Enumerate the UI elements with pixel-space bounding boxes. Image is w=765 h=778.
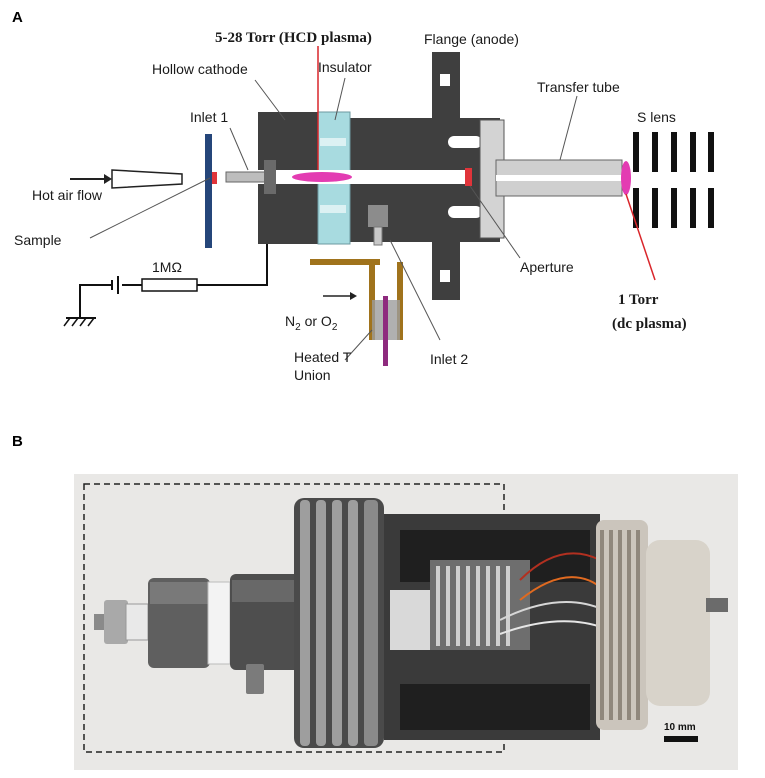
ground-hatch [63,317,71,327]
gas-arrowhead [350,292,357,300]
sample-holder [205,134,212,248]
label-hcd-pressure: 5-28 Torr (HCD plasma) [215,30,372,46]
panel-b-letter: B [12,433,23,450]
wire [499,601,605,621]
inlet2-nozzle [368,205,388,227]
label-hot-air-flow: Hot air flow [32,187,103,203]
resistor [141,278,198,292]
ground-hatch [71,317,79,327]
wire [519,552,601,581]
ground-hatch [87,317,95,327]
label-s-lens: S lens [637,109,676,125]
white-ring [207,581,231,665]
hot-air-nozzle [111,169,183,189]
label-heated-t-2: Union [294,367,331,383]
end-pin [706,598,728,612]
label-resistor: 1MΩ [152,259,182,275]
aperture-leader [469,185,521,259]
hollow-cathode-leader [254,79,286,121]
inlet2-leader [389,239,441,341]
dc-leader [625,193,656,281]
label-inlet1: Inlet 1 [190,109,228,125]
scale-bar [664,736,698,742]
aperture-marker [465,168,472,186]
inlet2-tube [373,226,383,246]
label-hollow-cathode: Hollow cathode [152,61,248,77]
ground-hatch [79,317,87,327]
cathode-pocket [264,160,276,194]
photo [74,474,738,770]
wire [499,620,605,635]
label-flange: Flange (anode) [424,31,519,47]
ceramic-ring-slots [600,530,640,720]
heated-t-leader [344,329,373,361]
label-inlet2: Inlet 2 [430,351,468,367]
label-dc-pressure: 1 Torr [618,292,659,308]
heated-t-union [310,259,403,366]
transfer-tube-leader [559,95,578,161]
insulator-leader [334,77,346,121]
scale-bar-label: 10 mm [664,722,696,733]
label-sample: Sample [14,232,62,248]
label-insulator: Insulator [318,59,372,75]
flange-slot [440,74,450,86]
label-heated-t-1: Heated T [294,349,352,365]
lens-electrodes [430,560,530,650]
end-cap [646,540,710,706]
sample-spot [212,172,217,184]
insulator-slot [320,138,346,146]
dc-plasma [621,161,631,195]
circuit-wire [197,244,268,286]
hcd-plasma [292,172,352,182]
insulator-slot [320,205,346,213]
flange-slot [448,206,482,218]
label-gas: N2 or O2 [285,313,338,333]
flange-slot [440,270,450,282]
s-lens [633,132,714,228]
discharge-channel [258,170,468,184]
label-dc-plasma: (dc plasma) [612,316,687,332]
circuit-wire [79,284,112,318]
bolt [246,664,264,694]
label-aperture: Aperture [520,259,574,275]
label-transfer-tube: Transfer tube [537,79,620,95]
sample-leader [89,177,211,239]
flange-slot [448,136,482,148]
panel-a-letter: A [12,9,23,26]
inlet1-leader [229,127,249,171]
hot-air-arrowhead [104,174,112,184]
